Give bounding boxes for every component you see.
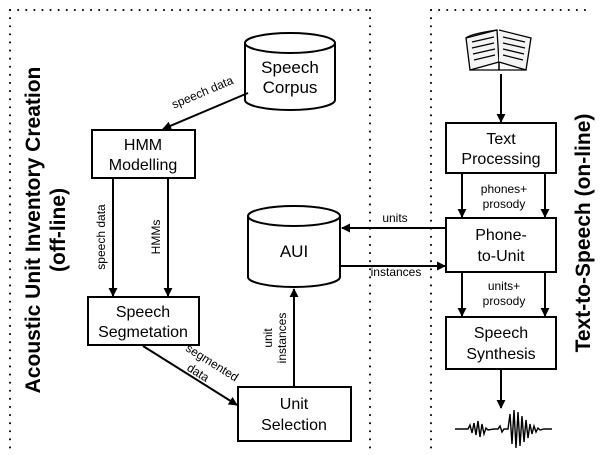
unit-selection-node: Unit Selection [237, 386, 352, 442]
speech-corpus-label-2: Corpus [263, 78, 318, 97]
phone-to-unit-node: Phone- to-Unit [445, 217, 557, 273]
aui-node: AUI [247, 205, 341, 288]
speech-data-top-label: speech data [170, 73, 236, 112]
hmm-modelling-label-2: Modelling [109, 157, 177, 174]
aui-label: AUI [280, 242, 308, 261]
speech-synthesis-label-2: Synthesis [466, 346, 535, 363]
offline-section-subtitle: (off-line) [47, 188, 70, 272]
waveform-icon [455, 409, 552, 449]
online-section-title: Text-to-Speech (on-line) [572, 114, 595, 353]
text-processing-label-1: Text [486, 131, 516, 148]
speech-corpus-label-1: Speech [261, 58, 319, 77]
book-icon [465, 29, 532, 71]
units-prosody-label-2: prosody [483, 294, 526, 308]
hmm-modelling-label-1: HMM [124, 137, 162, 154]
speech-segmentation-label-2: Segmetation [98, 324, 188, 341]
unit-instances-label-2: instances [275, 313, 289, 364]
unit-selection-label-1: Unit [280, 396, 309, 413]
phone-to-unit-label-2: to-Unit [477, 248, 525, 265]
speech-segmentation-label-1: Speech [116, 304, 170, 321]
segmentation-to-selection-arrow [142, 345, 238, 406]
units-label: units [382, 211, 407, 225]
phone-to-unit-label-1: Phone- [475, 227, 527, 244]
speech-corpus-node: Speech Corpus [244, 32, 336, 111]
unit-instances-label-1: unit [261, 328, 275, 348]
units-prosody-label-1: units+ [488, 279, 520, 293]
phones-prosody-label-2: prosody [483, 197, 526, 211]
hmms-label: HMMs [149, 220, 163, 255]
text-processing-label-2: Processing [461, 151, 540, 168]
speech-synthesis-label-1: Speech [474, 325, 528, 342]
edges [108, 74, 550, 409]
unit-selection-label-2: Selection [261, 417, 327, 434]
speech-data-left-label: speech data [94, 204, 108, 270]
speech-synthesis-node: Speech Synthesis [445, 316, 557, 370]
corpus-to-hmm-arrow [162, 92, 249, 130]
text-processing-node: Text Processing [445, 122, 557, 174]
speech-segmentation-node: Speech Segmetation [87, 296, 200, 346]
instances-label: instances [371, 265, 422, 279]
offline-section-title: Acoustic Unit Inventory Creation [22, 67, 45, 394]
phones-prosody-label-1: phones+ [481, 182, 527, 196]
hmm-modelling-node: HMM Modelling [91, 129, 196, 179]
